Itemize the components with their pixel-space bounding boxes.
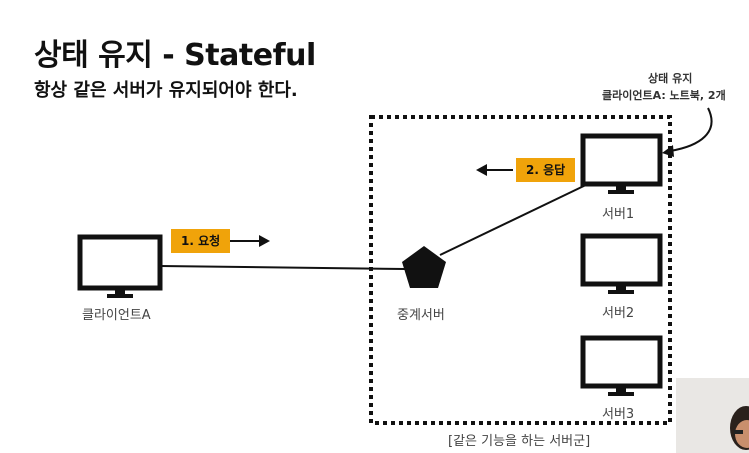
request-tag: 1. 요청 (171, 229, 231, 253)
client-monitor-icon (77, 234, 163, 298)
server2-label: 서버2 (602, 306, 635, 321)
slide-title: 상태 유지 - Stateful (34, 38, 316, 73)
proxy-server-pentagon-icon (402, 246, 446, 288)
server2-monitor-icon (580, 233, 663, 294)
server3-monitor-icon (580, 335, 663, 396)
response-tag: 2. 응답 (516, 158, 576, 182)
response-arrow-icon (476, 164, 513, 176)
proxy-server1-link (439, 182, 591, 256)
state-note-detail: 클라이언트A: 노트북, 2개 (602, 89, 726, 102)
state-note: 상태 유지 클라이언트A: 노트북, 2개 (560, 70, 749, 104)
presenter-avatar-icon (730, 406, 749, 450)
server1-monitor-icon (580, 133, 663, 194)
server1-label: 서버1 (602, 207, 635, 222)
state-note-title: 상태 유지 (648, 72, 693, 85)
server3-label: 서버3 (602, 407, 635, 422)
server-group-box (369, 115, 672, 425)
proxy-label: 중계서버 (397, 308, 445, 323)
request-arrow-icon (230, 235, 270, 247)
presenter-video-thumbnail (676, 378, 749, 453)
note-pointer-arrow-icon (662, 107, 713, 157)
slide-subtitle: 항상 같은 서버가 유지되어야 한다. (34, 80, 298, 101)
client-proxy-link (159, 265, 406, 270)
client-label: 클라이언트A (82, 308, 151, 323)
server-group-caption: [같은 기능을 하는 서버군] (448, 434, 591, 449)
